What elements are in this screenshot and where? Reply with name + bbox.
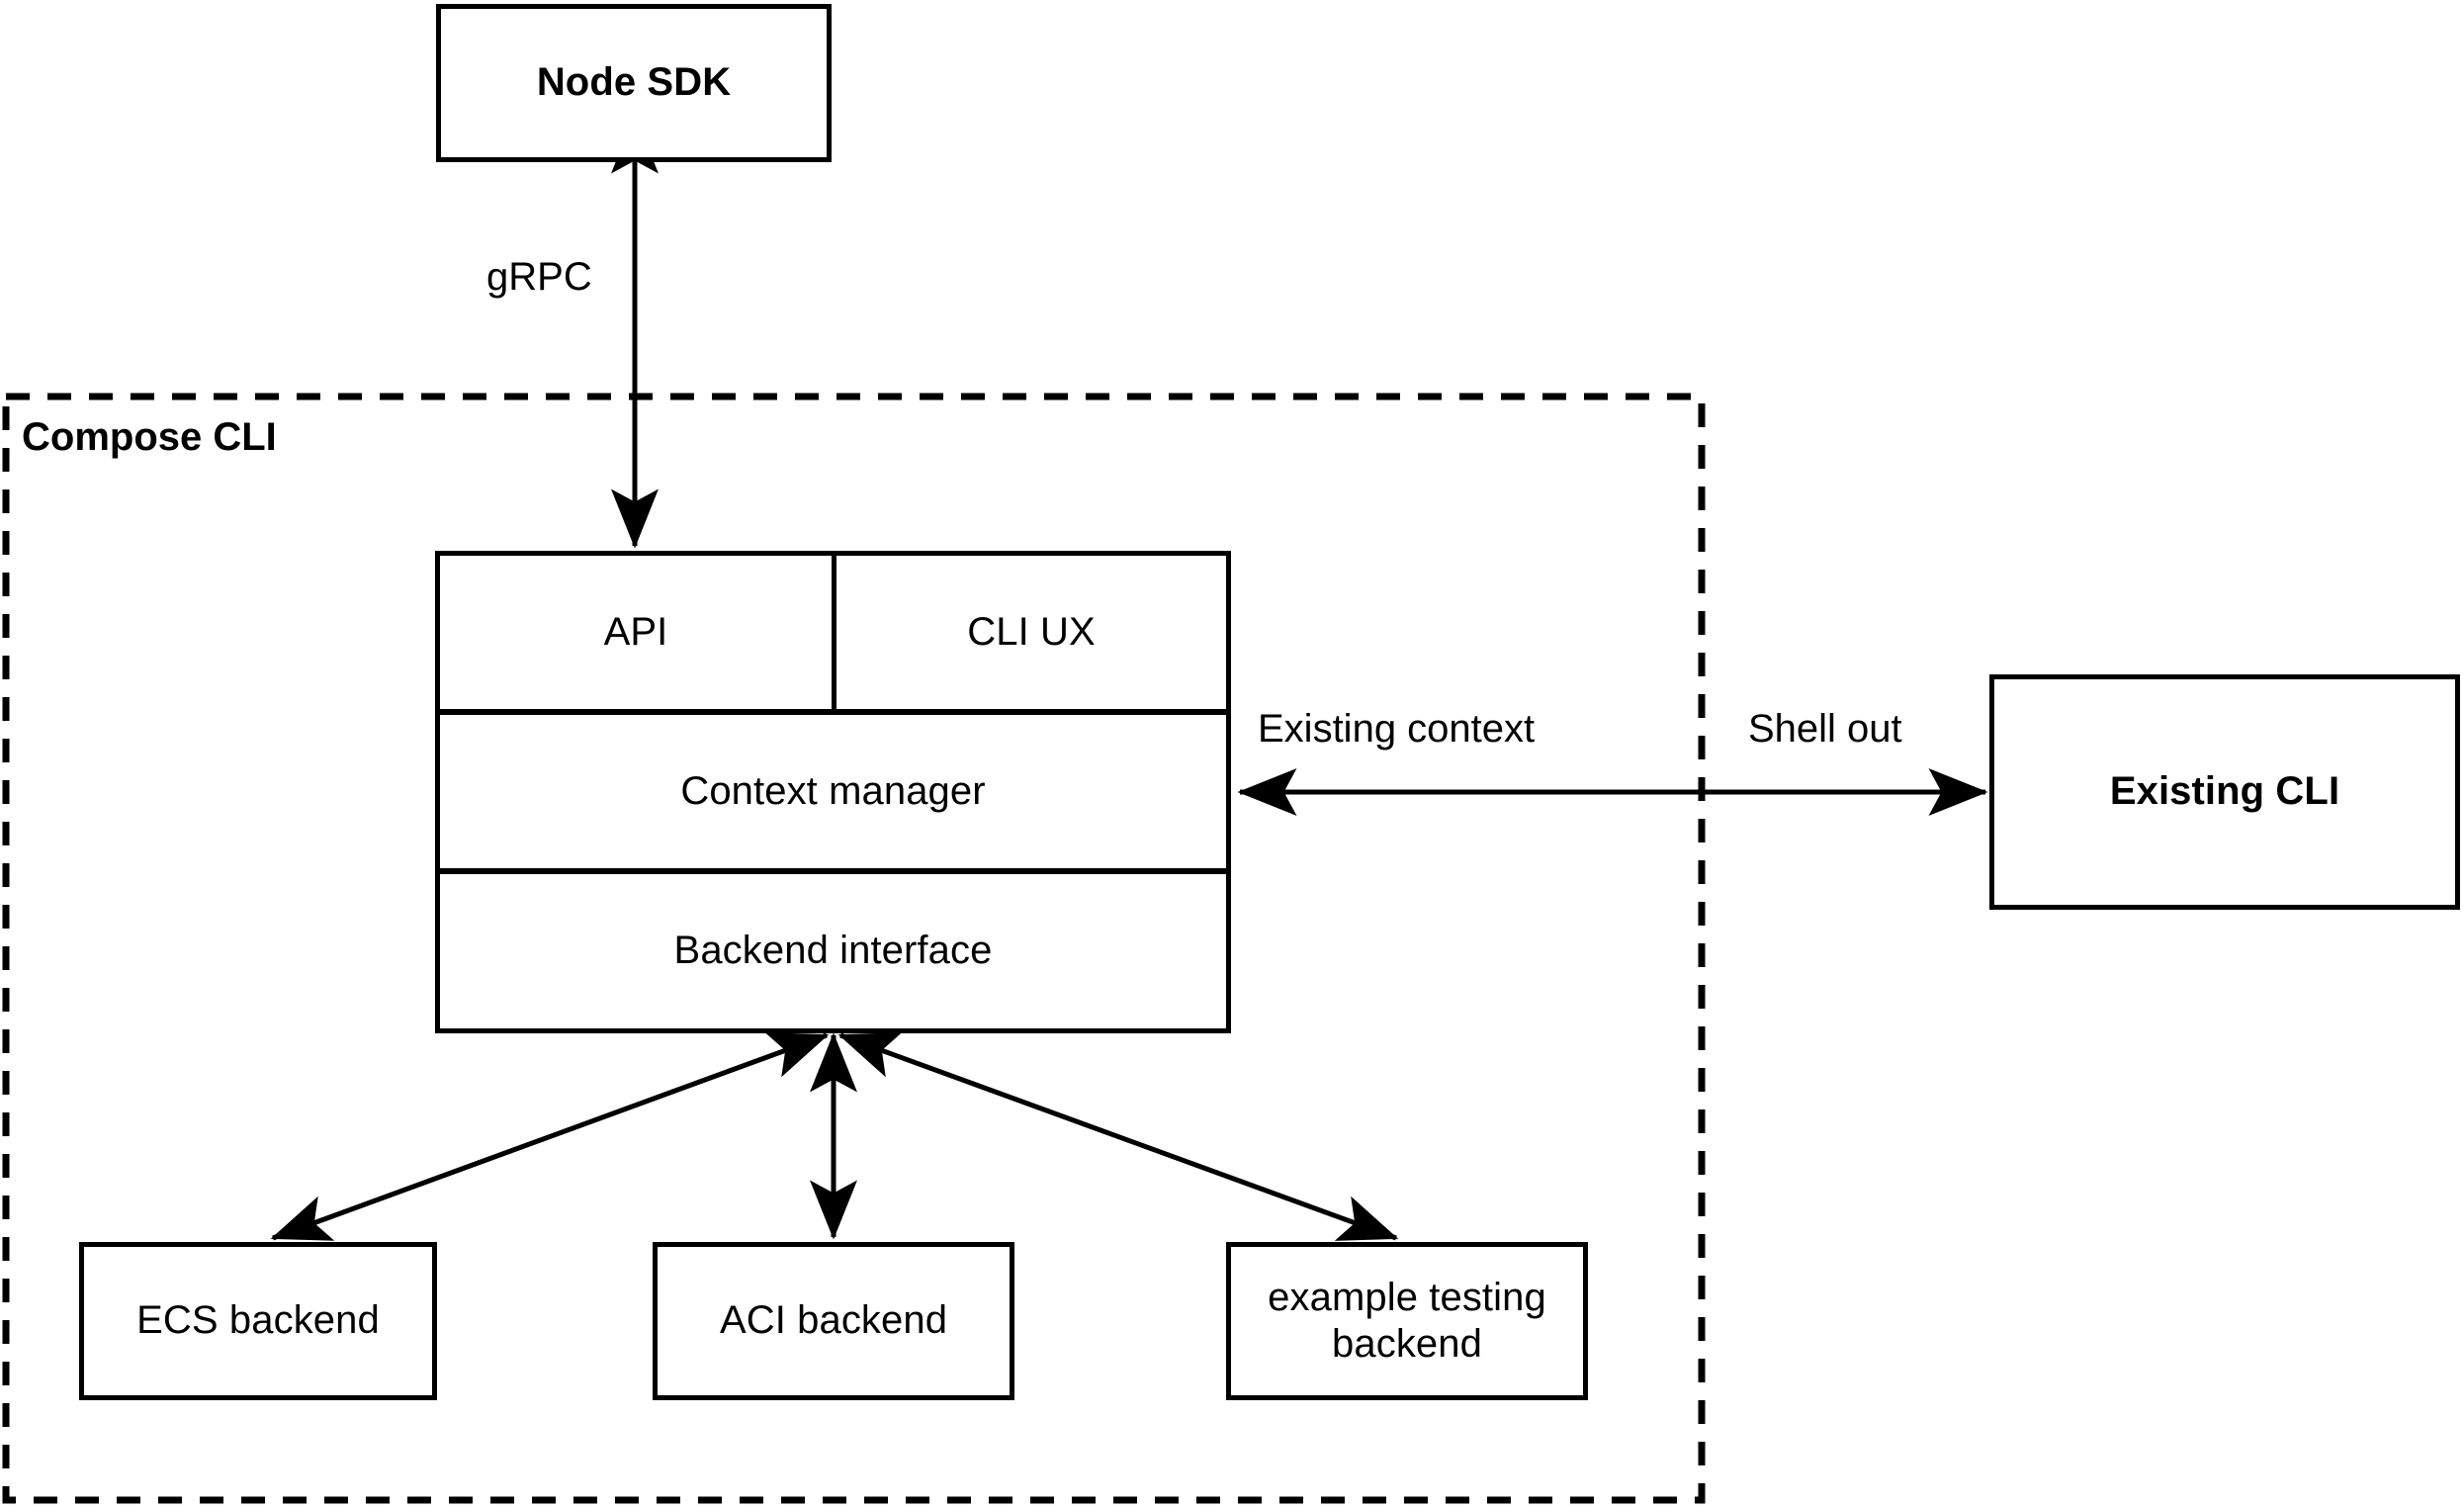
edge-to-ecs-line: [270, 1032, 830, 1241]
node-backend-interface[interactable]: Backend interface: [435, 869, 1231, 1033]
edge-label-existing-context: Existing context: [1258, 707, 1536, 751]
edge-label-shell-out: Shell out: [1748, 707, 1902, 751]
node-backend-interface-label: Backend interface: [673, 929, 993, 973]
node-node-sdk-label: Node SDK: [536, 60, 732, 105]
node-context-manager[interactable]: Context manager: [435, 710, 1231, 873]
node-example-testing-backend-label-line2: backend: [1332, 1322, 1482, 1366]
node-aci-backend[interactable]: ACI backend: [653, 1242, 1014, 1400]
compose-cli-group-border: [2, 393, 1706, 1504]
node-node-sdk[interactable]: Node SDK: [436, 4, 832, 162]
node-cli-ux-label: CLI UX: [967, 609, 1096, 654]
node-aci-backend-label: ACI backend: [719, 1298, 948, 1343]
node-context-manager-label: Context manager: [680, 768, 986, 813]
node-ecs-backend-label: ECS backend: [136, 1298, 380, 1343]
node-api[interactable]: API: [435, 551, 836, 714]
node-cli-ux[interactable]: CLI UX: [832, 551, 1231, 714]
node-ecs-backend[interactable]: ECS backend: [79, 1242, 437, 1400]
edge-label-grpc: gRPC: [486, 255, 592, 299]
node-existing-cli[interactable]: Existing CLI: [1989, 674, 2460, 910]
node-example-testing-backend-label-line1: example testing: [1268, 1275, 1546, 1319]
node-api-label: API: [603, 609, 668, 654]
node-example-testing-backend[interactable]: example testing backend: [1226, 1242, 1588, 1400]
edge-to-example-line: [837, 1032, 1399, 1241]
node-existing-cli-label: Existing CLI: [2109, 769, 2340, 814]
compose-cli-group-label: Compose CLI: [22, 415, 277, 459]
node-example-testing-backend-label: example testing backend: [1268, 1275, 1546, 1368]
